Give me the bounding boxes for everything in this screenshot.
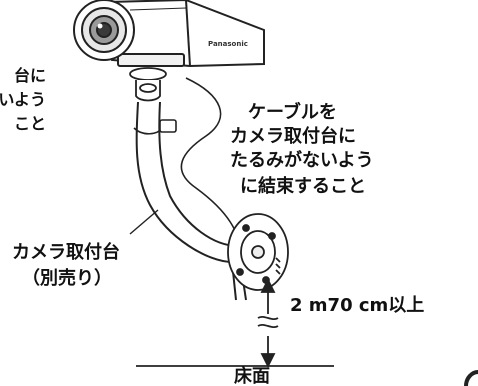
- cable-note-line-4: に結束すること: [240, 176, 366, 197]
- cable-note-line-1: ケーブルを: [248, 102, 337, 123]
- camera-lens: [73, 0, 135, 61]
- cable-note-line-3: たるみがないよう: [230, 150, 374, 171]
- camera-body: [104, 0, 265, 68]
- floor-label: 床面: [234, 366, 270, 386]
- cable-tie: [133, 119, 177, 135]
- mount-leader-line: [129, 209, 159, 235]
- corner-mark: [464, 370, 478, 386]
- camera-cable: [180, 77, 243, 263]
- mount-label-line-2: （別売り）: [22, 268, 112, 289]
- cable-note-line-2: カメラ取付台に: [230, 126, 356, 147]
- base-plate: [227, 213, 289, 291]
- left-partial-line-2: いよう: [0, 90, 46, 109]
- height-dimension: [257, 277, 279, 369]
- brand-logo: Panasonic: [208, 40, 248, 48]
- left-partial-line-1: 台に: [13, 66, 46, 85]
- mount-arm: [135, 101, 247, 301]
- camera-joint: [129, 67, 167, 102]
- left-partial-line-3: こと: [13, 114, 46, 133]
- mount-label-line-1: カメラ取付台: [12, 242, 120, 263]
- height-label: 2 m70 cm以上: [290, 295, 425, 316]
